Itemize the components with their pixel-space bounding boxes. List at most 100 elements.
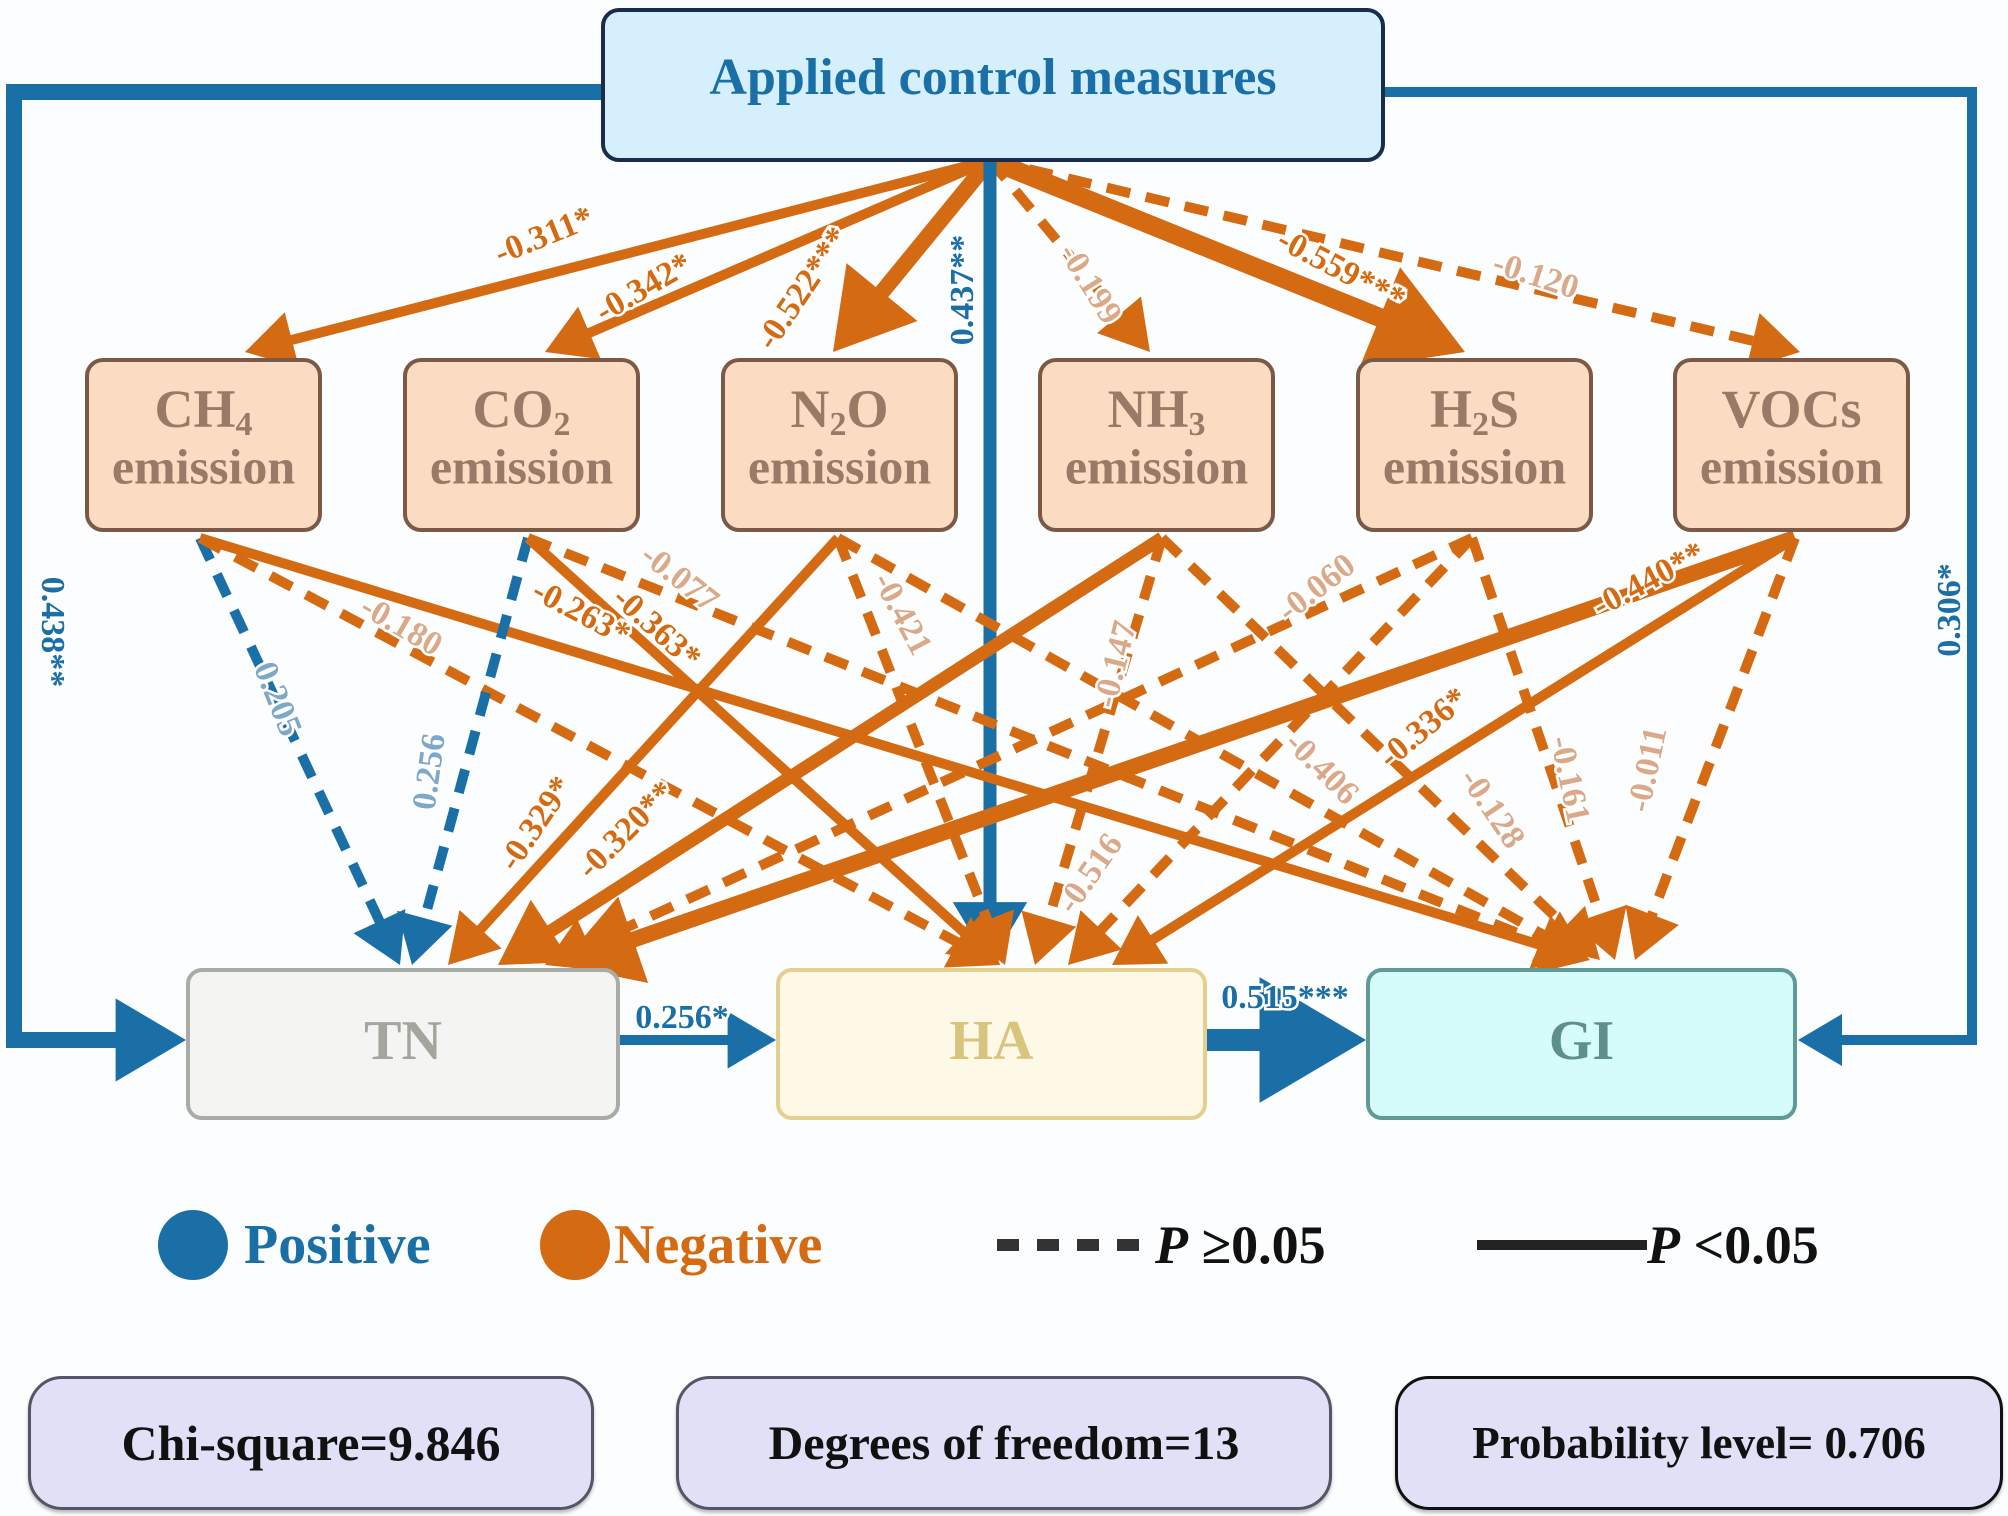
edge-ha-to-gi-arrowhead-icon — [1259, 977, 1366, 1103]
formula-tail: S — [1489, 379, 1519, 439]
edge-top-to-tn-arrowhead-icon — [115, 998, 186, 1082]
edge-label-tn-ha: 0.256* — [635, 999, 729, 1036]
formula-subscript: 2 — [554, 406, 571, 443]
edge-top-to-tn-line — [6, 84, 603, 1048]
emission-label: emission — [748, 438, 932, 494]
solid-threshold: <0.05 — [1680, 1215, 1819, 1275]
edge-tn-to-ha-arrowhead-icon — [727, 1011, 776, 1069]
top-box — [601, 8, 1385, 162]
edge-h2s-to-tn-line — [578, 533, 1475, 954]
edge-co2-to-tn — [397, 536, 533, 965]
formula-main: CO — [473, 379, 554, 439]
positive-dot-icon — [158, 1210, 228, 1280]
edge-label-top-vocs: -0.120 — [1488, 244, 1583, 306]
ha-box — [776, 968, 1207, 1120]
edge-vocs-to-tn-line — [615, 530, 1798, 953]
formula-main: N — [790, 379, 829, 439]
edge-vocs-to-gi-arrowhead-icon — [1625, 904, 1679, 960]
nodes-layer: Applied control measuresCH4emissionCO2em… — [85, 8, 1910, 1120]
edge-label-vocs-gi: -0.011 — [1620, 724, 1674, 816]
edge-n2o-to-ha — [833, 536, 1015, 965]
edge-label-top-nh3: -0.199 — [1051, 237, 1129, 331]
emission-label: emission — [430, 438, 614, 494]
edge-vocs-to-gi — [1625, 536, 1800, 960]
formula-subscript: 2 — [1472, 406, 1489, 443]
chi-square-box: Chi-square=9.846 — [28, 1376, 594, 1510]
legend-solid-label: P <0.05 — [1647, 1214, 1819, 1276]
edge-label-top-gi: 0.306* — [1931, 563, 1968, 657]
edge-ch4-to-ha-line — [197, 533, 969, 952]
edge-label-top-tn: 0.438** — [34, 577, 71, 688]
formula-main: H — [1430, 379, 1472, 439]
edge-vocs-to-ha-arrowhead-icon — [1112, 915, 1169, 965]
p-symbol: P — [1155, 1215, 1188, 1275]
edge-ch4-to-tn-line — [195, 535, 389, 933]
node-ha: HA — [776, 968, 1207, 1120]
edge-h2s-to-gi-line — [1467, 536, 1608, 925]
legend-dashed: P ≥0.05 — [995, 1205, 1326, 1285]
edge-top-to-h2s — [986, 151, 1465, 368]
edge-h2s-to-gi-arrowhead-icon — [1572, 904, 1627, 960]
edge-h2s-to-ha — [1068, 534, 1476, 965]
emission-label: emission — [112, 438, 296, 494]
edge-tn-to-ha — [618, 1011, 776, 1069]
edge-vocs-to-ha-line — [1142, 533, 1798, 949]
edge-top-to-vocs — [988, 155, 1800, 369]
edge-top-to-ch4-line — [281, 155, 992, 348]
edge-label-h2s-ha: -0.516 — [1049, 827, 1130, 920]
edge-n2o-to-tn-arrowhead-icon — [448, 909, 502, 965]
degrees-of-freedom-value: Degrees of freedom=13 — [768, 1416, 1240, 1470]
emission-box — [1356, 358, 1593, 532]
ha-label: HA — [950, 1010, 1035, 1072]
chi-square-value: Chi-square=9.846 — [121, 1415, 501, 1471]
edge-label-nh3-gi: -0.128 — [1452, 762, 1532, 856]
edge-nh3-to-ha — [1021, 536, 1167, 965]
edge-top-to-co2-arrowhead-icon — [545, 306, 601, 360]
emission-label: emission — [1065, 438, 1249, 494]
edge-top-to-ch4-arrowhead-icon — [245, 312, 300, 368]
edge-top-to-vocs-arrowhead-icon — [1746, 313, 1800, 369]
edge-co2-to-tn-line — [417, 536, 533, 929]
edge-nh3-to-gi-line — [1158, 534, 1576, 937]
edge-nh3-to-tn — [498, 532, 1166, 965]
edge-label-nh3-tn: -0.320** — [570, 774, 682, 886]
edge-label-top-ha: 0.437** — [944, 235, 981, 346]
negative-dot-icon — [540, 1210, 610, 1280]
edge-ch4-to-tn — [195, 535, 406, 965]
formula-tail: O — [846, 379, 888, 439]
top-node-label: Applied control measures — [709, 49, 1276, 106]
formula-main: VOCs — [1722, 379, 1862, 439]
edge-n2o-to-tn-line — [470, 534, 842, 940]
edge-label-vocs-ha: -0.336* — [1371, 680, 1475, 776]
edge-label-n2o-tn: -0.329* — [491, 770, 580, 878]
dashed-threshold: ≥0.05 — [1188, 1215, 1326, 1275]
edge-nh3-to-ha-arrowhead-icon — [1021, 910, 1077, 965]
edge-top-to-ch4 — [245, 155, 992, 368]
edge-n2o-to-tn — [448, 534, 842, 965]
edge-co2-to-gi-line — [526, 533, 1551, 951]
edge-h2s-to-ha-arrowhead-icon — [1068, 910, 1123, 965]
formula-main: CH — [155, 379, 236, 439]
tn-box — [186, 968, 620, 1120]
gi-box — [1366, 968, 1797, 1120]
formula-subscript: 2 — [829, 406, 846, 443]
legend-positive: Positive — [158, 1205, 431, 1285]
edge-label-ha-gi: 0.515*** — [1221, 979, 1349, 1016]
solid-line-icon — [1477, 1240, 1647, 1250]
edge-top-to-n2o — [833, 154, 997, 352]
edge-vocs-to-ha — [1112, 533, 1798, 965]
edge-nh3-to-tn-line — [536, 532, 1166, 944]
edge-label-h2s-tn: -0.060 — [1270, 546, 1362, 629]
edge-nh3-to-tn-arrowhead-icon — [498, 899, 572, 965]
emission-formula: CO2 — [473, 379, 571, 442]
edge-co2-to-tn-arrowhead-icon — [397, 910, 453, 965]
formula-main: NH — [1108, 379, 1189, 439]
edge-label-ch4-tn: 0.205 — [246, 657, 309, 742]
legend-positive-label: Positive — [244, 1214, 431, 1276]
emission-formula: VOCs — [1722, 379, 1862, 439]
emission-box — [1038, 358, 1275, 532]
edge-vocs-to-gi-line — [1644, 536, 1800, 926]
edge-vocs-to-tn-arrowhead-icon — [560, 896, 649, 983]
